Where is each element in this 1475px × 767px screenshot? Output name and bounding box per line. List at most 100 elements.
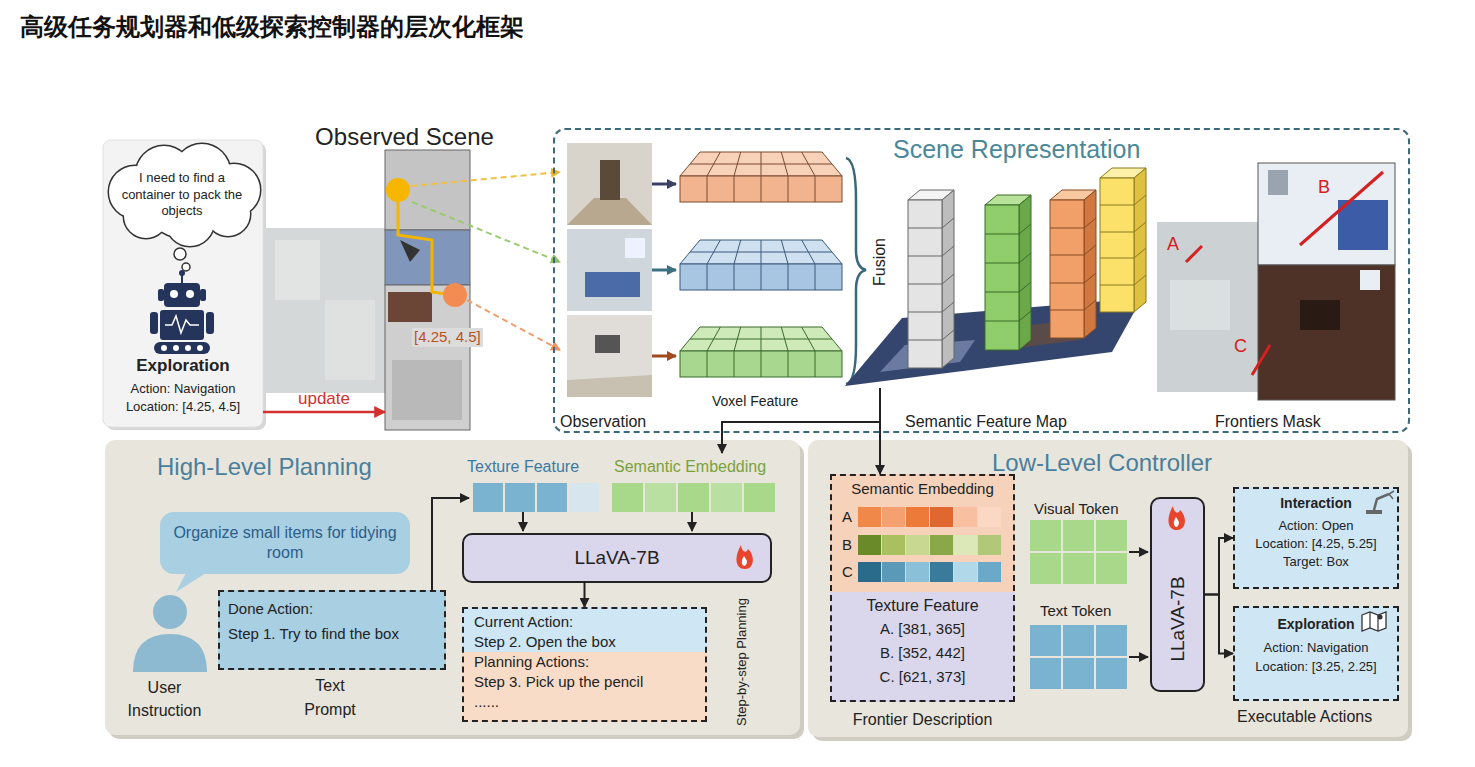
label: Fusion <box>870 238 890 286</box>
observed-map <box>443 283 467 307</box>
semantic-feature-map <box>1100 178 1134 312</box>
semantic-feature-map <box>1134 168 1146 312</box>
high-level-tokens <box>473 483 503 512</box>
observation-images <box>595 335 620 353</box>
low-level-fills <box>1174 517 1179 527</box>
box-caption: Text Prompt <box>300 674 360 722</box>
panel-backgrounds <box>103 140 263 427</box>
observed-map <box>265 228 385 393</box>
label: User Instruction <box>117 676 212 722</box>
node-text: Step 3. Pick up the pencil <box>474 672 695 692</box>
frontier-description-fills <box>954 562 977 582</box>
thought-cloud <box>109 144 260 246</box>
high-level-fills <box>736 545 752 569</box>
low-level-tokens <box>1030 520 1061 551</box>
low-level-tokens <box>1096 658 1127 689</box>
low-level-tokens <box>1129 551 1148 553</box>
user-figure <box>153 595 187 629</box>
agent-panel: ExplorationAction: NavigationLocation: [… <box>103 140 263 427</box>
low-level-tokens <box>1096 520 1127 551</box>
frontiers-mask-image <box>1258 163 1395 265</box>
frontiers-mask-image <box>1338 200 1388 250</box>
node-text: Action: Open <box>1278 518 1353 534</box>
frontier-description-fills <box>930 535 953 555</box>
observation-images <box>652 269 676 272</box>
low-level-fills <box>1370 612 1378 631</box>
frontier-description-fills <box>906 535 929 555</box>
robot-icon <box>165 316 199 333</box>
observation-images <box>567 315 652 397</box>
node-text: Location: [4.25, 5.25] <box>1255 536 1376 552</box>
low-level-fills <box>1378 615 1383 620</box>
frontiers-mask-image <box>1157 163 1395 400</box>
thought-cloud <box>174 248 186 260</box>
node-text: LLaVA-7B <box>574 546 659 570</box>
observation-images <box>600 160 620 200</box>
panel-backgrounds <box>808 440 1408 737</box>
semantic-feature-map <box>845 168 1146 386</box>
panel-heading: Scene Representation <box>893 134 1140 165</box>
observed-map <box>325 300 375 380</box>
scene-representation-box: Scene Representation <box>553 128 1410 433</box>
user-figure <box>133 634 207 672</box>
action-box: ExplorationAction: NavigationLocation: [… <box>1233 606 1399 701</box>
frontier-description-fills <box>954 535 977 555</box>
semantic-feature-map <box>1050 218 1096 310</box>
robot-icon <box>164 283 200 307</box>
frontiers-mask-image <box>1186 246 1202 262</box>
label: B <box>1318 176 1330 199</box>
voxel-grids <box>690 327 832 377</box>
node-text: Current Action: <box>474 612 695 632</box>
label: Visual Token <box>1034 500 1119 519</box>
robot-icon <box>150 270 214 354</box>
node-text: Planning Actions: <box>474 652 695 672</box>
high-level-fills <box>462 652 707 722</box>
frontier-description-fills <box>930 507 953 527</box>
high-level-fills <box>462 533 772 583</box>
observation-images <box>567 143 652 225</box>
high-level-fills <box>462 607 707 652</box>
observation-images <box>567 198 652 225</box>
robot-icon <box>186 290 194 298</box>
frontier-description-fills <box>830 474 1015 592</box>
panel-heading: Low-Level Controller <box>992 448 1212 478</box>
robot-icon <box>179 270 185 276</box>
robot-icon <box>150 312 158 334</box>
frontiers-mask-image <box>1360 270 1380 290</box>
text-prompt-box: Done Action:Step 1. Try to find the boxT… <box>218 590 446 670</box>
frontier-description-fills <box>978 535 1001 555</box>
observed-map <box>392 360 462 420</box>
high-level-tokens <box>522 512 524 531</box>
low-level-panel: Low-Level ControllerSemantic EmbeddingAB… <box>808 440 1408 737</box>
row-letter: A <box>842 508 852 527</box>
low-level-tokens <box>1096 553 1127 584</box>
low-level-fills <box>1150 487 1399 701</box>
node-text: Target: Box <box>1283 554 1349 570</box>
semantic-feature-map <box>1100 195 1146 285</box>
robot-icon <box>200 289 206 301</box>
semantic-feature-map <box>1019 195 1031 350</box>
planning-output-box: Current Action:Step 2. Open the boxPlann… <box>462 607 707 722</box>
label: Frontiers Mask <box>1215 412 1321 432</box>
high-level-tokens <box>711 483 742 512</box>
low-level-tokens <box>1129 656 1148 658</box>
semantic-feature-map <box>908 218 954 340</box>
node-text: Step 2. Open the box <box>474 632 695 652</box>
low-level-fills <box>1366 510 1382 514</box>
map-title: Observed Scene <box>262 122 547 152</box>
robot-icon <box>170 290 178 298</box>
high-level-tokens <box>505 483 535 512</box>
observation-images <box>567 229 652 311</box>
low-level-tokens <box>1030 625 1061 656</box>
frontier-description-box: Semantic EmbeddingABCTexture FeatureA. [… <box>830 474 1015 702</box>
frontiers-mask-image <box>1252 345 1270 375</box>
observed-map <box>400 240 420 262</box>
frontier-description-fills <box>882 562 905 582</box>
node-text: Exploration <box>136 355 230 376</box>
label: Executable Actions <box>1237 707 1372 727</box>
frontier-description-fills <box>978 507 1001 527</box>
panel-backgrounds <box>103 140 1412 741</box>
node-text: ...... <box>474 692 695 712</box>
node-text: Action: Navigation <box>131 381 236 397</box>
robot-icon <box>158 289 164 301</box>
